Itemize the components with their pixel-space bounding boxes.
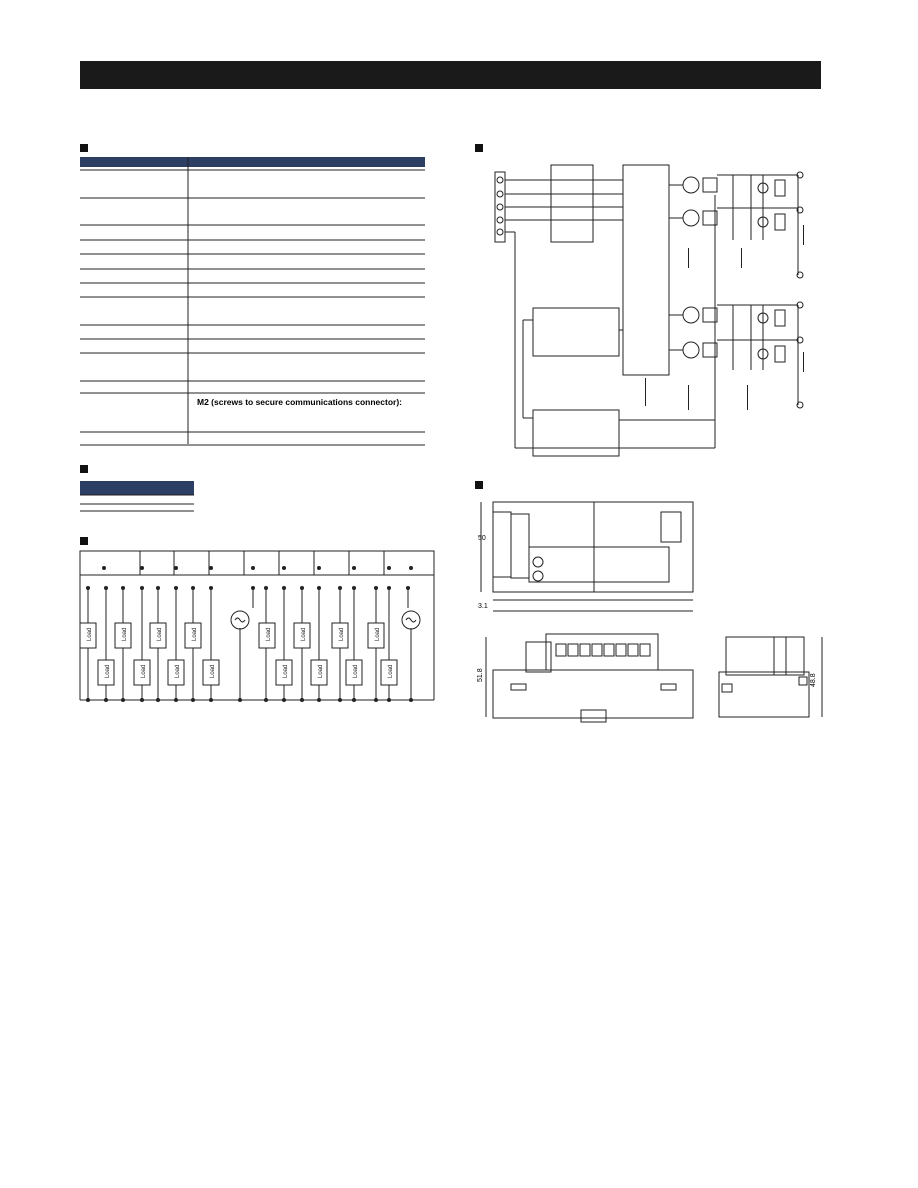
section-marker-specifications xyxy=(80,144,88,152)
internal-circuit-diagram xyxy=(494,164,804,457)
spec-table xyxy=(80,157,425,446)
load-label: Load xyxy=(375,628,381,641)
page-header-bar xyxy=(80,61,821,89)
spec-table-header xyxy=(80,157,425,167)
load-label: Load xyxy=(210,665,216,678)
section-marker-ratings xyxy=(80,465,88,473)
load-label: Load xyxy=(339,628,345,641)
load-label: Load xyxy=(122,628,128,641)
load-label: Load xyxy=(301,628,307,641)
load-label: Load xyxy=(283,665,289,678)
load-label: Load xyxy=(266,628,272,641)
load-label: Load xyxy=(157,628,163,641)
dimension-side-view: 48.8 xyxy=(718,636,823,718)
wiring-diagram: Load Load Load Load Load Load Load Load … xyxy=(79,550,435,702)
dimension-bottom-view: 51.8 xyxy=(477,633,694,723)
load-label: Load xyxy=(141,665,147,678)
dim-height-side: 48.8 xyxy=(810,673,817,687)
ratings-table xyxy=(80,494,194,512)
load-label: Load xyxy=(175,665,181,678)
dim-height-front: 50 xyxy=(478,535,486,542)
load-label: Load xyxy=(87,628,93,641)
section-marker-dimensions xyxy=(475,481,483,489)
load-label: Load xyxy=(388,665,394,678)
load-label: Load xyxy=(105,665,111,678)
section-marker-wiring xyxy=(80,537,88,545)
dimension-front-view: 50 3.1 xyxy=(478,501,694,612)
section-marker-internal-circuit xyxy=(475,144,483,152)
dim-height-bottom: 51.8 xyxy=(477,668,484,682)
load-label: Load xyxy=(192,628,198,641)
ratings-table-header xyxy=(80,481,194,495)
dim-offset: 3.1 xyxy=(478,603,488,610)
load-label: Load xyxy=(353,665,359,678)
load-label: Load xyxy=(318,665,324,678)
mounting-screw-note: M2 (screws to secure communications conn… xyxy=(197,397,402,407)
